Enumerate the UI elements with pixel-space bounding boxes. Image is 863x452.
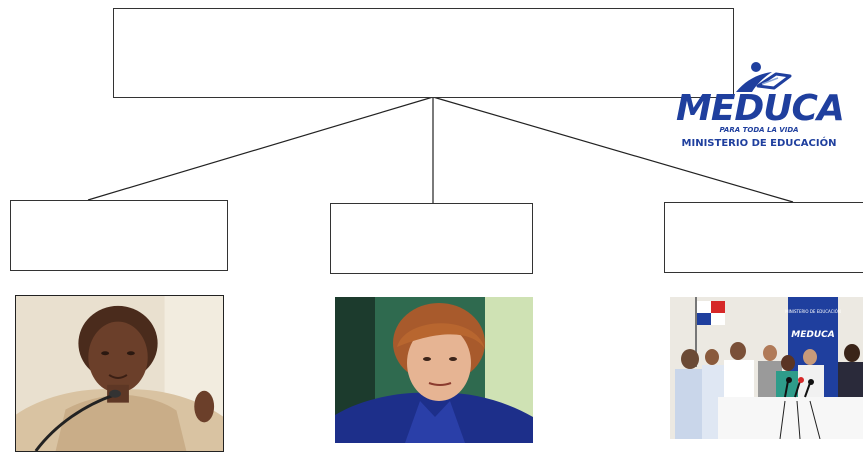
connector-line-left	[87, 96, 434, 201]
photo-left	[15, 295, 224, 452]
child-box-center	[330, 203, 533, 274]
logo-ministry: MINISTERIO DE EDUCACIÓN	[681, 138, 837, 149]
logo-wordmark: MEDUCA	[676, 88, 845, 129]
photo-center	[335, 297, 533, 443]
meduca-emblem-icon	[736, 62, 792, 92]
meduca-logo: MEDUCA PARA TODA LA VIDA MINISTERIO DE E…	[676, 58, 845, 158]
top-box	[113, 8, 734, 98]
logo-tagline: PARA TODA LA VIDA	[719, 126, 799, 134]
photo-right: MINISTERIO DE EDUCACIÓN MEDUCA	[670, 297, 863, 439]
child-box-left	[10, 200, 228, 271]
connector-line-right	[432, 96, 794, 203]
backdrop-caption: MINISTERIO DE EDUCACIÓN	[785, 309, 841, 314]
backdrop-wordmark: MEDUCA	[791, 330, 834, 340]
panama-flag-icon	[695, 297, 725, 367]
child-box-right	[664, 202, 863, 273]
